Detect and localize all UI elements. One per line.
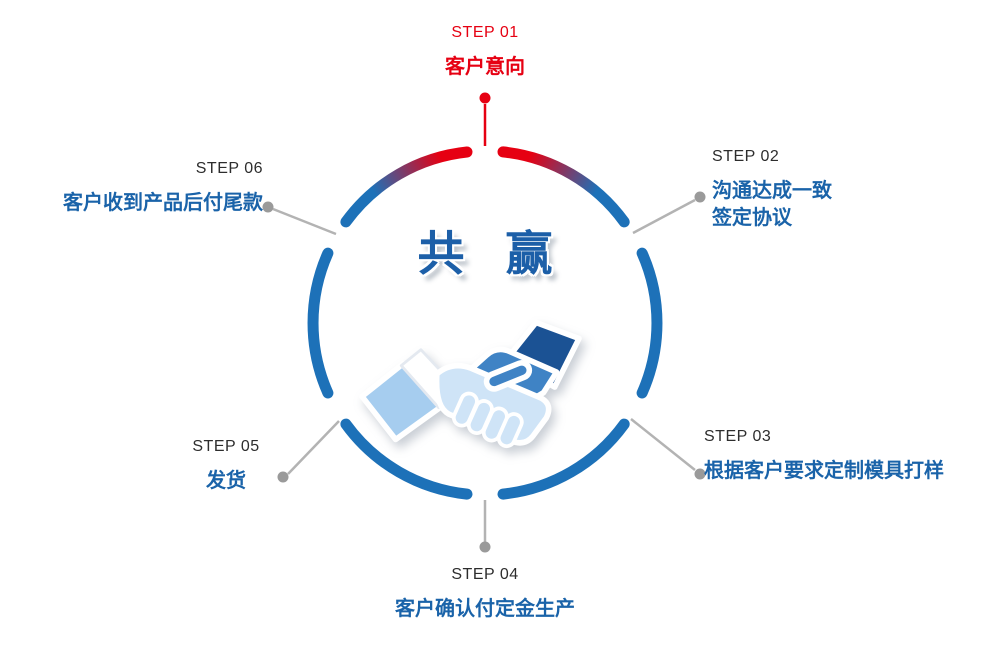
step-03-text: 根据客户要求定制模具打样 xyxy=(704,460,944,482)
ring-segment-top-right xyxy=(497,146,630,228)
connector-step-03 xyxy=(630,418,696,471)
step-06-block: STEP 06 客户收到产品后付尾款 xyxy=(20,160,263,217)
step-01-block: STEP 01 客户意向 xyxy=(285,24,685,81)
step-04-block: STEP 04 客户确认付定金生产 xyxy=(285,566,685,623)
step-06-label: STEP 06 xyxy=(195,160,263,177)
step-04-label: STEP 04 xyxy=(451,566,519,583)
step-02-text-line1: 沟通达成一致 xyxy=(712,180,832,202)
right-thumb xyxy=(483,359,533,392)
step-05-text: 发货 xyxy=(206,470,246,492)
step-04-text: 客户确认付定金生产 xyxy=(395,598,575,620)
step-01-text: 客户意向 xyxy=(445,56,525,78)
dot-step-01 xyxy=(479,92,491,104)
step-05-block: STEP 05 发货 xyxy=(126,438,326,495)
step-03-block: STEP 03 根据客户要求定制模具打样 xyxy=(704,428,984,485)
step-02-label: STEP 02 xyxy=(712,148,780,165)
finger-4 xyxy=(496,412,524,449)
step-06-text: 客户收到产品后付尾款 xyxy=(63,192,263,214)
step-02-text-line2: 签定协议 xyxy=(712,207,792,229)
step-02-block: STEP 02 沟通达成一致 签定协议 xyxy=(712,148,982,232)
step-01-label: STEP 01 xyxy=(451,24,519,41)
dot-step-06 xyxy=(262,201,274,213)
center-title: 共 赢 xyxy=(417,227,553,280)
dot-step-04 xyxy=(479,541,491,553)
center-block: 共 赢 xyxy=(285,226,685,282)
ring-segment-top-left xyxy=(340,146,473,228)
dot-step-02 xyxy=(694,191,706,203)
handshake-icon xyxy=(358,316,583,461)
step-03-label: STEP 03 xyxy=(704,428,772,445)
step-05-label: STEP 05 xyxy=(192,438,260,455)
